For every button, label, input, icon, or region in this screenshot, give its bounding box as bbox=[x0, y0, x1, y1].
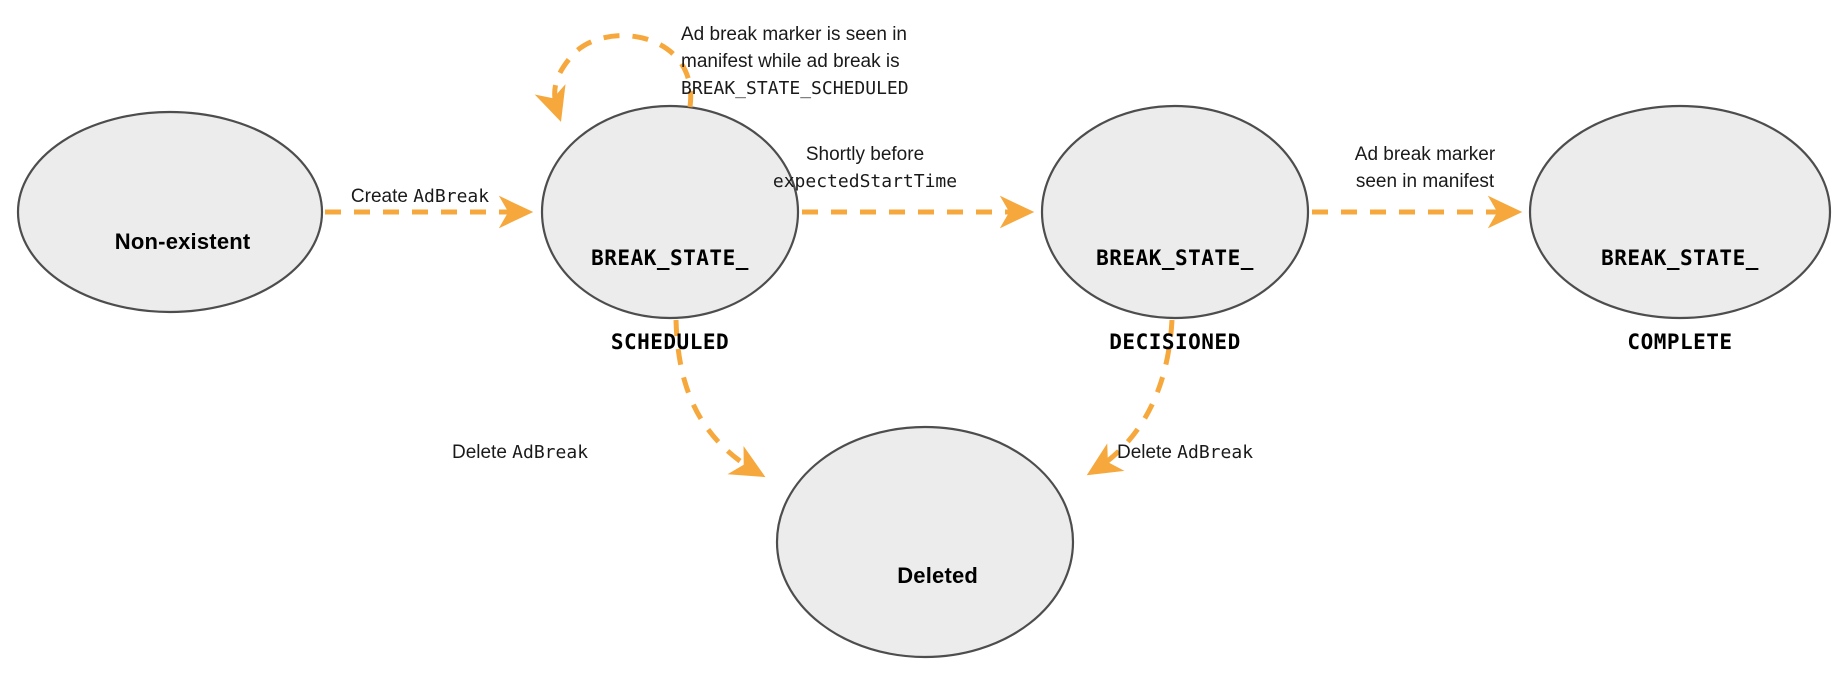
node-break-state-complete[interactable] bbox=[1528, 104, 1832, 320]
edge-scheduled-to-deleted bbox=[673, 319, 766, 478]
node-break-state-scheduled[interactable] bbox=[540, 104, 800, 320]
node-non-existent[interactable] bbox=[16, 110, 324, 314]
edge-scheduled-self-loop bbox=[534, 33, 694, 122]
node-break-state-decisioned[interactable] bbox=[1040, 104, 1310, 320]
edge-decisioned-to-deleted bbox=[1086, 319, 1175, 476]
node-deleted[interactable] bbox=[775, 425, 1075, 659]
